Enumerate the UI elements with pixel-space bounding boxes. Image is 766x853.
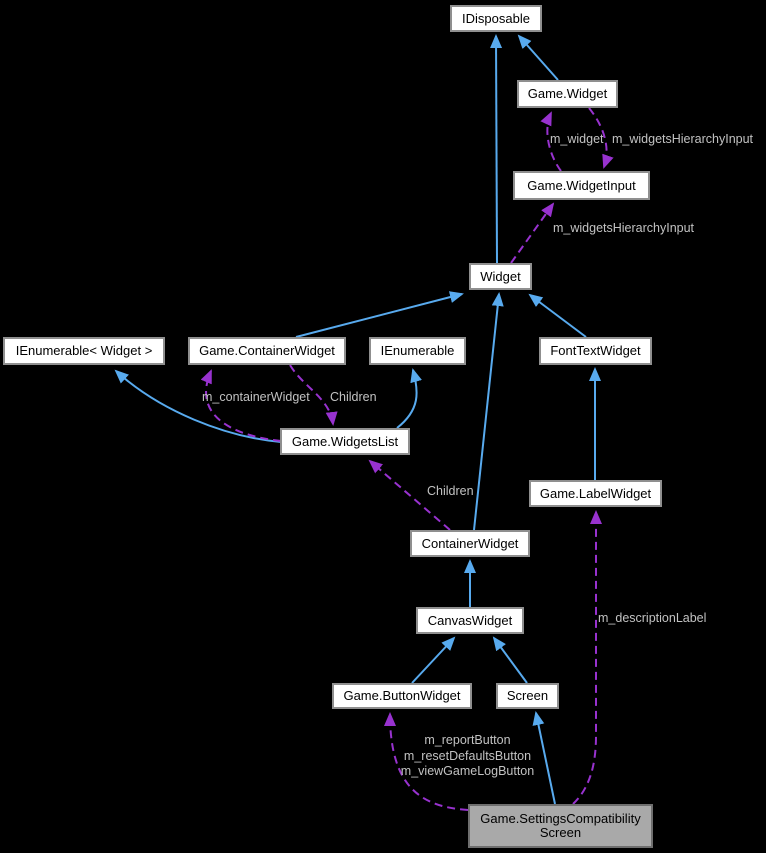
edge-label-m-widgets-hierarchy-input-top: m_widgetsHierarchyInput bbox=[612, 132, 754, 146]
edge-usage-m-widgets-hierarchy-input-mid bbox=[510, 202, 555, 264]
edge-label-m-widget: m_widget bbox=[550, 132, 604, 146]
edge-label-m-report-button: m_reportButton bbox=[424, 733, 511, 747]
edge-usage-children-mid bbox=[368, 459, 451, 531]
edge-settings-screen-inherits-screen bbox=[532, 711, 556, 805]
edge-label-m-widgets-hierarchy-input-mid: m_widgetsHierarchyInput bbox=[553, 221, 695, 235]
node-ienumerable[interactable]: IEnumerable bbox=[369, 337, 466, 365]
edge-game-widgets-list-inherits-ienumerable-widget bbox=[114, 369, 282, 443]
node-container-widget[interactable]: ContainerWidget bbox=[410, 530, 530, 557]
node-game-widget-input[interactable]: Game.WidgetInput bbox=[513, 171, 650, 200]
node-idisposable[interactable]: IDisposable bbox=[450, 5, 542, 32]
edge-usage-m-container-widget bbox=[200, 369, 282, 442]
node-game-widget[interactable]: Game.Widget bbox=[517, 80, 618, 108]
edge-label-m-description-label: m_descriptionLabel bbox=[598, 611, 707, 625]
edge-screen-inherits-canvas-widget bbox=[492, 636, 528, 684]
node-game-container-widget[interactable]: Game.ContainerWidget bbox=[188, 337, 346, 365]
edge-label-children-top: Children bbox=[330, 390, 377, 404]
node-game-button-widget[interactable]: Game.ButtonWidget bbox=[332, 683, 472, 709]
edge-label-m-view-game-log-button: m_viewGameLogButton bbox=[400, 764, 535, 778]
edge-usage-buttons bbox=[384, 712, 469, 811]
edge-usage-m-widgets-hierarchy-input-top bbox=[588, 107, 614, 169]
edge-game-widget-inherits-idisposable bbox=[517, 34, 559, 81]
edge-usage-children-top bbox=[289, 364, 338, 426]
edge-container-widget-inherits-widget bbox=[473, 292, 504, 531]
edge-label-button-members: m_reportButton m_resetDefaultsButton m_v… bbox=[390, 733, 545, 780]
edge-game-widgets-list-inherits-ienumerable bbox=[396, 368, 422, 429]
edge-font-text-widget-inherits-widget bbox=[528, 293, 587, 338]
edge-label-m-container-widget: m_containerWidget bbox=[202, 390, 310, 404]
edge-game-container-widget-inherits-widget bbox=[295, 291, 464, 338]
node-ienumerable-widget[interactable]: IEnumerable< Widget > bbox=[3, 337, 165, 365]
edge-game-button-widget-inherits-canvas-widget bbox=[411, 636, 456, 684]
node-font-text-widget[interactable]: FontTextWidget bbox=[539, 337, 652, 365]
edge-label-children-mid: Children bbox=[427, 484, 474, 498]
edge-usage-m-widget bbox=[540, 111, 562, 172]
edge-label-m-reset-defaults-button: m_resetDefaultsButton bbox=[403, 748, 532, 763]
node-game-widgets-list[interactable]: Game.WidgetsList bbox=[280, 428, 410, 455]
node-screen[interactable]: Screen bbox=[496, 683, 559, 709]
edge-usage-m-description-label bbox=[572, 510, 602, 805]
node-widget[interactable]: Widget bbox=[469, 263, 532, 290]
edge-widget-inherits-idisposable bbox=[490, 34, 503, 264]
node-canvas-widget[interactable]: CanvasWidget bbox=[416, 607, 524, 634]
node-game-label-widget[interactable]: Game.LabelWidget bbox=[529, 480, 662, 507]
node-settings-compatibility-screen[interactable]: Game.SettingsCompatibility Screen bbox=[468, 804, 653, 848]
